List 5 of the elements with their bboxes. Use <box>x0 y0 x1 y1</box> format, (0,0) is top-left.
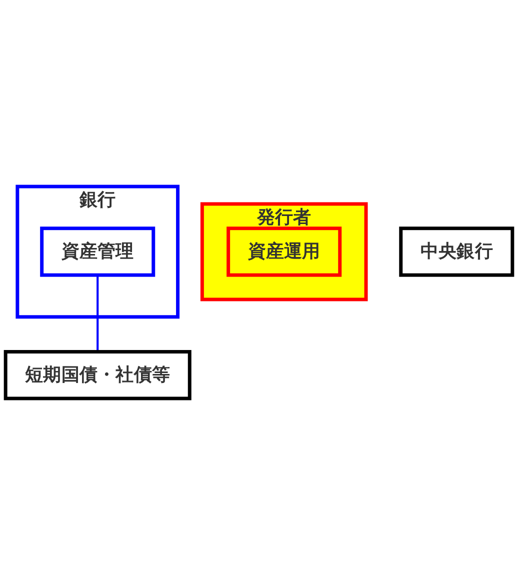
node-box: 中央銀行 <box>399 226 514 277</box>
node-box: 短期国債・社債等 <box>4 350 192 400</box>
node-box: 資産運用 <box>226 226 342 277</box>
connector <box>96 275 99 352</box>
node-box: 資産管理 <box>40 226 156 277</box>
